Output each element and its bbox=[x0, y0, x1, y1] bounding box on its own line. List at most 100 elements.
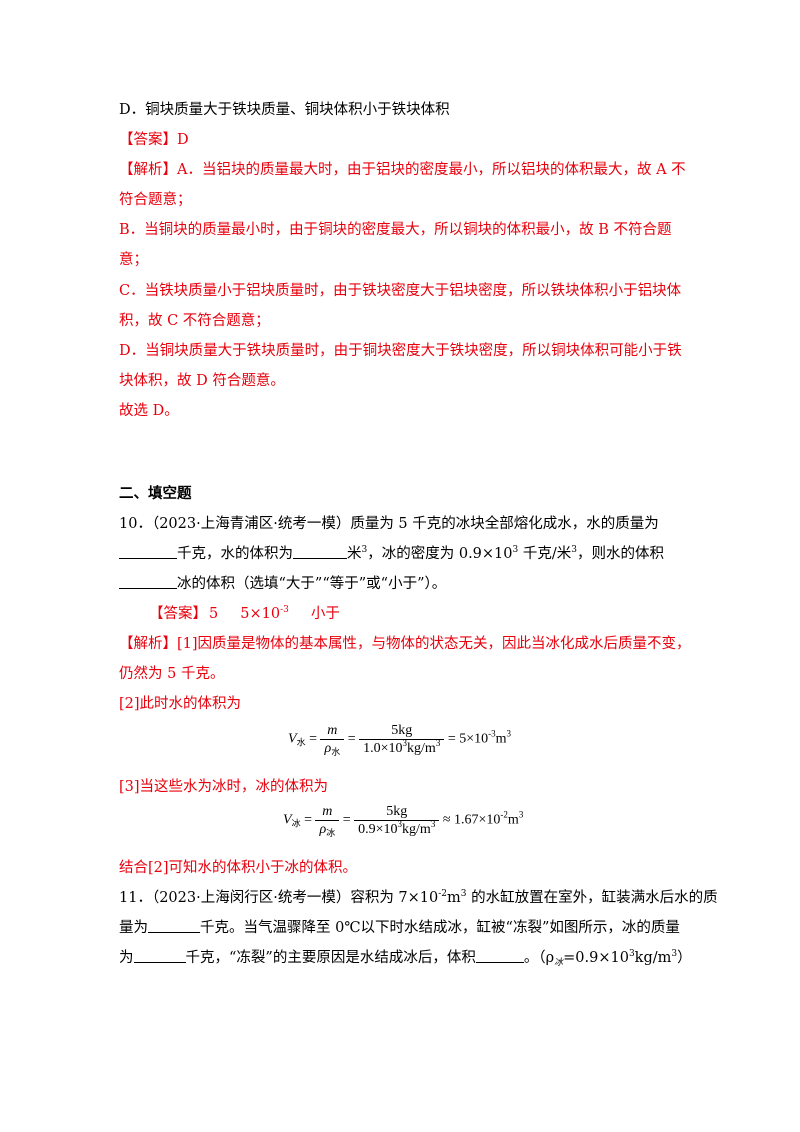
analysis-a-line1: 【解析】A．当铝块的质量最大时，由于铝块的密度最小，所以铝块的体积最大，故 A … bbox=[119, 160, 686, 180]
q10-text: 千克，水的体积为 bbox=[177, 546, 293, 562]
numerator: m bbox=[320, 722, 345, 740]
q11-text: 千克。当气温骤降至 0℃以下时水结成冰，缸被“冻裂”如图所示，冰的质量 bbox=[200, 920, 680, 936]
answer-line: 【答案】D bbox=[119, 130, 189, 150]
q11-text: kg/m bbox=[634, 950, 672, 966]
answer-1: 5 bbox=[209, 606, 219, 622]
q11-line2: 量为 千克。当气温骤降至 0℃以下时水结成冰，缸被“冻裂”如图所示，冰的质量 bbox=[119, 918, 680, 938]
eq-symbol: V bbox=[288, 731, 297, 747]
q11-line1: 11．（2023·上海闵行区·统考一模）容积为 7×10-2m3 的水缸放置在室… bbox=[119, 888, 718, 908]
blank[interactable] bbox=[133, 948, 186, 963]
analysis-d-line2: 块体积，故 D 符合题意。 bbox=[119, 373, 285, 389]
analysis-label: 【解析】 bbox=[119, 162, 177, 178]
numerator: 5kg bbox=[354, 803, 440, 821]
blank[interactable] bbox=[119, 544, 177, 559]
q10-line1: 10．（2023·上海青浦区·统考一模）质量为 5 千克的冰块全部熔化成水，水的… bbox=[119, 516, 659, 532]
fraction: m ρ冰 bbox=[315, 803, 340, 838]
q10-text: 千克/米 bbox=[518, 546, 572, 562]
analysis-c-line1: C．当铁块质量小于铝块质量时，由于铁块密度大于铝块密度，所以铁块体积小于铝块体 bbox=[119, 283, 682, 299]
analysis-b-line1: B．当铜块的质量最小时，由于铜块的密度最大，所以铜块的体积最小，故 B 不符合题 bbox=[119, 222, 672, 238]
equation-ice-volume: V冰 = m ρ冰 = 5kg 0.9×103kg/m3 ≈ 1.67×10-2… bbox=[283, 803, 524, 838]
superscript: 3 bbox=[430, 819, 436, 829]
q10-analysis-3: [3]当这些水为冰时，冰的体积为 bbox=[119, 779, 329, 795]
q11-text: 千克，“冻裂”的主要原因是水结成冰后，体积 bbox=[185, 950, 476, 966]
superscript: 3 bbox=[518, 809, 524, 820]
q10-line3: 冰的体积（选填“大于”“等于”或“小于”）。 bbox=[119, 574, 446, 594]
answer-label: 【答案】 bbox=[119, 132, 177, 148]
numerator: 5kg bbox=[359, 722, 445, 740]
q11-text: 11．（2023·上海闵行区·统考一模）容积为 7×10 bbox=[119, 890, 439, 906]
q10-analysis-2: [2]此时水的体积为 bbox=[119, 696, 242, 712]
equation-water-volume: V水 = m ρ水 = 5kg 1.0×103kg/m3 = 5×10-3m3 bbox=[288, 722, 512, 757]
superscript: 3 bbox=[671, 949, 678, 959]
subscript: 冰 bbox=[291, 818, 301, 829]
subscript: 冰 bbox=[554, 958, 564, 968]
unit: m bbox=[507, 812, 519, 828]
denominator: 0.9×10 bbox=[358, 822, 398, 837]
superscript: 3 bbox=[460, 889, 467, 899]
superscript: 3 bbox=[571, 545, 577, 555]
superscript: 3 bbox=[506, 728, 512, 739]
eq-result: ≈ 1.67×10 bbox=[442, 812, 501, 828]
section-title: 二、填空题 bbox=[119, 485, 192, 502]
unit: m bbox=[495, 731, 507, 747]
superscript: 3 bbox=[628, 949, 635, 959]
q11-text: 为 bbox=[119, 950, 134, 966]
blank[interactable] bbox=[119, 574, 177, 589]
denominator: ρ bbox=[319, 822, 327, 837]
analysis-text: [1]因质量是物体的基本属性，与物体的状态无关，因此当冰化成水后质量不变， bbox=[177, 636, 691, 652]
q10-text: 冰的体积（选填“大于”“等于”或“小于”）。 bbox=[177, 576, 447, 592]
analysis-a-line2: 符合题意； bbox=[119, 192, 192, 208]
blank[interactable] bbox=[148, 918, 200, 933]
answer-value: D bbox=[177, 132, 189, 148]
superscript: -2 bbox=[500, 809, 508, 820]
eq-symbol: V bbox=[283, 812, 292, 828]
numerator: m bbox=[315, 803, 340, 821]
fraction: 5kg 1.0×103kg/m3 bbox=[359, 722, 445, 757]
q11-text: 的水缸放置在室外，缸装满水后水的质 bbox=[466, 890, 718, 906]
unit: kg/m bbox=[402, 822, 431, 837]
superscript: -2 bbox=[438, 889, 448, 899]
analysis-a1: A．当铝块的质量最大时，由于铝块的密度最小，所以铝块的体积最大，故 A 不 bbox=[177, 162, 686, 178]
analysis-d-line1: D．当铜块质量大于铁块质量时，由于铜块密度大于铁块密度，所以铜块体积可能小于铁 bbox=[119, 343, 682, 359]
q10-answer: 【答案】5 5×10-3 小于 bbox=[149, 604, 340, 624]
q10-analysis-1b: 仍然为 5 千克。 bbox=[119, 666, 225, 682]
q10-text: ，冰的密度为 0.9×10 bbox=[367, 546, 513, 562]
analysis-b-line2: 意； bbox=[119, 252, 148, 268]
subscript: 水 bbox=[296, 737, 306, 748]
analysis-c-line2: 积，故 C 不符合题意； bbox=[119, 313, 270, 329]
answer-label: 【答案】 bbox=[149, 606, 207, 622]
eq-result: = 5×10 bbox=[447, 731, 489, 747]
subscript: 冰 bbox=[326, 828, 336, 838]
conclusion: 故选 D。 bbox=[119, 403, 179, 419]
q11-text: 量为 bbox=[119, 920, 148, 936]
fraction: 5kg 0.9×103kg/m3 bbox=[354, 803, 440, 838]
q11-text: m bbox=[447, 890, 461, 906]
superscript: -3 bbox=[280, 605, 289, 615]
superscript: 3 bbox=[512, 545, 519, 555]
blank[interactable] bbox=[475, 948, 524, 963]
analysis-label: 【解析】 bbox=[119, 636, 177, 652]
superscript: -3 bbox=[488, 728, 496, 739]
answer-2: 5×10 bbox=[240, 606, 281, 622]
q11-line3: 为千克，“冻裂”的主要原因是水结成冰后，体积。（ρ冰=0.9×103kg/m3） bbox=[119, 948, 692, 968]
superscript: 3 bbox=[361, 545, 368, 555]
denominator: ρ bbox=[324, 741, 332, 756]
blank[interactable] bbox=[293, 544, 347, 559]
q10-text: 米 bbox=[347, 546, 362, 562]
subscript: 水 bbox=[331, 747, 341, 757]
fraction: m ρ水 bbox=[320, 722, 345, 757]
answer-3: 小于 bbox=[310, 606, 340, 622]
superscript: 3 bbox=[402, 738, 408, 748]
option-d: D．铜块质量大于铁块质量、铜块体积小于铁块体积 bbox=[119, 102, 450, 118]
q11-text: ） bbox=[677, 950, 692, 966]
superscript: 3 bbox=[397, 819, 403, 829]
q11-text: 。（ρ bbox=[523, 950, 555, 966]
superscript: 3 bbox=[435, 738, 441, 748]
q10-analysis-1a: 【解析】[1]因质量是物体的基本属性，与物体的状态无关，因此当冰化成水后质量不变… bbox=[119, 634, 691, 654]
q11-text: =0.9×10 bbox=[563, 950, 629, 966]
q10-text: ，则水的体积 bbox=[576, 546, 664, 562]
q10-line2: 千克，水的体积为米3，冰的密度为 0.9×103 千克/米3，则水的体积 bbox=[119, 544, 664, 564]
unit: kg/m bbox=[407, 741, 436, 756]
denominator: 1.0×10 bbox=[363, 741, 403, 756]
q10-conclusion: 结合[2]可知水的体积小于冰的体积。 bbox=[119, 860, 358, 876]
